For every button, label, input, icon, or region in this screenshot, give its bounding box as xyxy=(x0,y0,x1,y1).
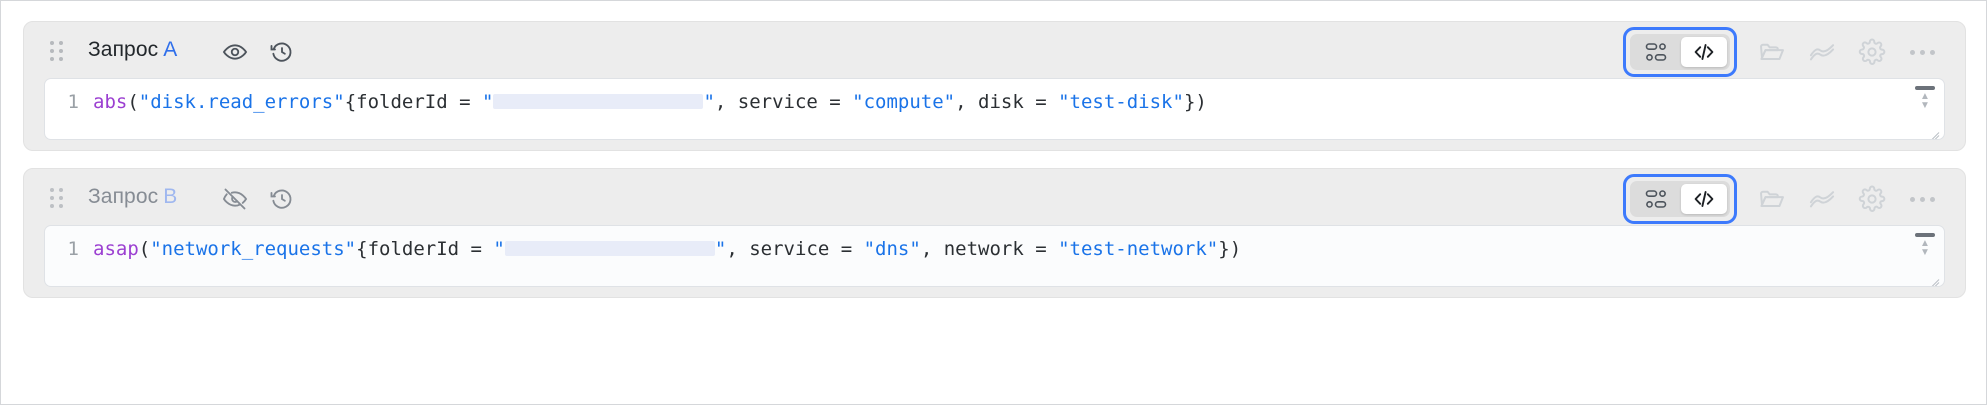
code-function: abs xyxy=(93,91,128,113)
code-editor-a[interactable]: 1 abs("disk.read_errors"{folderId = " ", … xyxy=(44,78,1945,140)
stepper-icon[interactable]: ▲▼ xyxy=(1920,238,1930,258)
code-brace-open: { xyxy=(344,91,357,113)
editor-resize-grip[interactable] xyxy=(1925,122,1939,136)
code-editor-shell-b: 1 asap("network_requests"{folderId = " ",… xyxy=(44,225,1945,287)
code-value-disk: "test-disk" xyxy=(1058,91,1184,113)
query-title-text: Запрос xyxy=(88,38,159,61)
code-label-folderid: folderId = xyxy=(367,238,494,260)
code-label-folderid: folderId = xyxy=(356,91,482,113)
code-label-service: service = xyxy=(749,238,864,260)
code-label-network: network = xyxy=(943,238,1059,260)
code-metric: "network_requests" xyxy=(150,238,357,260)
code-label-disk: disk = xyxy=(978,91,1059,113)
editor-scroll-indicator[interactable]: ▲▼ xyxy=(1914,233,1936,258)
code-brace-close: } xyxy=(1183,91,1196,113)
drag-handle-icon[interactable] xyxy=(50,187,66,209)
code-sep-1: , xyxy=(714,91,738,113)
code-quote-open: " xyxy=(481,91,494,113)
layout-builder-icon[interactable] xyxy=(1633,37,1679,67)
line-number: 1 xyxy=(67,238,79,260)
history-icon[interactable] xyxy=(267,38,297,66)
code-line-a: abs("disk.read_errors"{folderId = " ", se… xyxy=(93,89,1207,115)
editor-scroll-indicator[interactable]: ▲▼ xyxy=(1914,86,1936,111)
code-sep-2: , xyxy=(955,91,979,113)
code-brackets-icon[interactable] xyxy=(1681,184,1727,214)
folder-icon[interactable] xyxy=(1747,179,1797,219)
code-value-network: "test-network" xyxy=(1058,238,1219,260)
eye-off-icon[interactable] xyxy=(220,185,250,213)
view-mode-toggle xyxy=(1630,181,1730,217)
code-brackets-icon[interactable] xyxy=(1681,37,1727,67)
code-brace-open: { xyxy=(356,238,368,260)
code-quote-open: " xyxy=(493,238,505,260)
redacted-folder-id xyxy=(493,94,704,109)
code-open-paren: ( xyxy=(127,91,139,113)
code-label-service: service = xyxy=(737,91,853,113)
more-icon[interactable] xyxy=(1897,32,1947,72)
gear-icon[interactable] xyxy=(1847,179,1897,219)
code-quote-close: " xyxy=(703,91,715,113)
view-mode-toggle-focus-ring xyxy=(1623,27,1737,77)
view-mode-toggle xyxy=(1630,34,1730,70)
code-close-paren: ) xyxy=(1195,91,1207,113)
query-title-text: Запрос xyxy=(88,185,159,208)
query-badge: B xyxy=(163,185,178,208)
eye-icon[interactable] xyxy=(220,38,250,66)
query-toolbar-a xyxy=(1623,27,1947,77)
editor-resize-grip[interactable] xyxy=(1925,269,1939,283)
code-value-service: "dns" xyxy=(863,238,921,260)
code-quote-close: " xyxy=(714,238,727,260)
stepper-icon[interactable]: ▲▼ xyxy=(1920,91,1930,111)
drag-handle-icon[interactable] xyxy=(50,40,66,62)
chart-lines-icon[interactable] xyxy=(1797,32,1847,72)
code-row: 1 asap("network_requests"{folderId = " ",… xyxy=(45,226,1944,262)
folder-icon[interactable] xyxy=(1747,32,1797,72)
code-editor-b[interactable]: 1 asap("network_requests"{folderId = " ",… xyxy=(44,225,1945,287)
code-line-b: asap("network_requests"{folderId = " ", s… xyxy=(93,236,1241,262)
code-close-paren: ) xyxy=(1229,238,1242,260)
layout-builder-icon[interactable] xyxy=(1633,184,1679,214)
code-sep-2: , xyxy=(920,238,944,260)
gear-icon[interactable] xyxy=(1847,32,1897,72)
more-icon[interactable] xyxy=(1897,179,1947,219)
code-open-paren: ( xyxy=(138,238,151,260)
code-brace-close: } xyxy=(1218,238,1230,260)
code-editor-shell-a: 1 abs("disk.read_errors"{folderId = " ", … xyxy=(44,78,1945,140)
code-sep-1: , xyxy=(726,238,750,260)
redacted-folder-id xyxy=(504,241,715,256)
chart-lines-icon[interactable] xyxy=(1797,179,1847,219)
query-toolbar-b xyxy=(1623,174,1947,224)
history-icon[interactable] xyxy=(267,185,297,213)
line-number: 1 xyxy=(67,91,79,113)
view-mode-toggle-focus-ring xyxy=(1623,174,1737,224)
code-metric: "disk.read_errors" xyxy=(138,91,345,113)
query-badge: A xyxy=(163,38,178,61)
code-value-service: "compute" xyxy=(852,91,956,113)
code-function: asap xyxy=(93,238,139,260)
code-row: 1 abs("disk.read_errors"{folderId = " ", … xyxy=(45,79,1944,115)
